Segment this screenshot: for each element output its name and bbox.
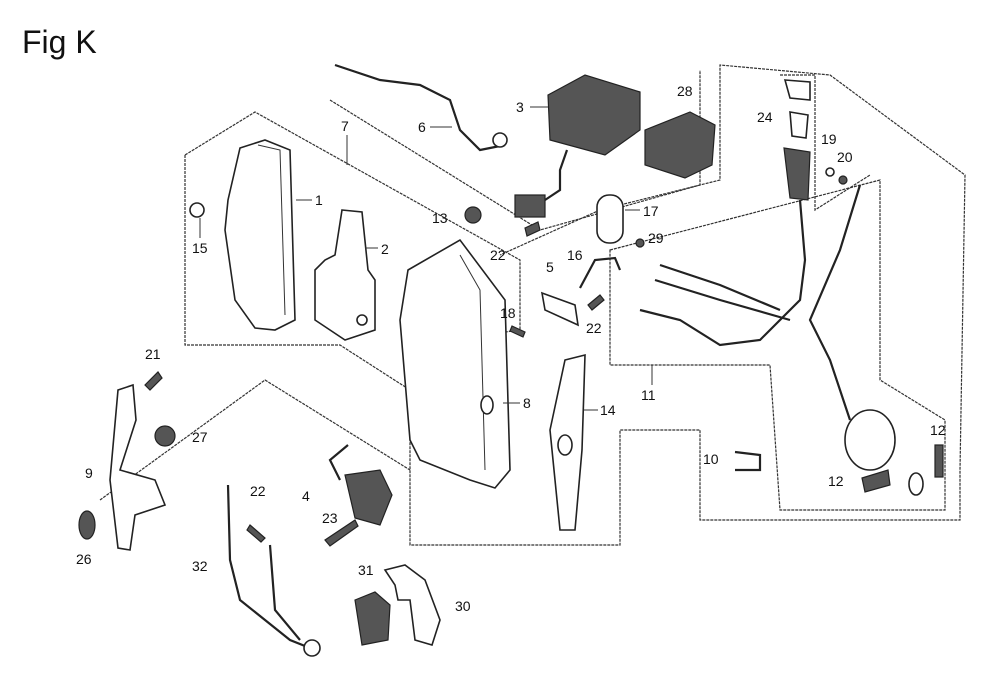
part-22-bolt-upper[interactable] xyxy=(524,221,541,237)
part-6-harness[interactable] xyxy=(334,63,508,152)
label-27[interactable]: 27 xyxy=(192,429,208,445)
label-12-a[interactable]: 12 xyxy=(930,422,946,438)
label-12-b[interactable]: 12 xyxy=(828,473,844,489)
part-19-washer[interactable] xyxy=(825,167,835,177)
label-9[interactable]: 9 xyxy=(85,465,93,481)
label-17[interactable]: 17 xyxy=(643,203,659,219)
part-2-bracket[interactable] xyxy=(314,209,376,341)
label-30[interactable]: 30 xyxy=(455,598,471,614)
part-3-regulator[interactable] xyxy=(514,74,641,218)
label-11[interactable]: 11 xyxy=(641,387,656,403)
part-15-screw[interactable] xyxy=(189,202,205,218)
part-30-bracket[interactable] xyxy=(383,564,441,646)
label-18[interactable]: 18 xyxy=(500,305,516,321)
label-5[interactable]: 5 xyxy=(546,259,554,275)
label-31[interactable]: 31 xyxy=(358,562,374,578)
frame-bracket xyxy=(99,379,411,501)
label-7[interactable]: 7 xyxy=(341,118,349,134)
label-23[interactable]: 23 xyxy=(322,510,338,526)
label-1[interactable]: 1 xyxy=(315,192,323,208)
figure-title: Fig K xyxy=(22,24,97,60)
part-5-stay[interactable] xyxy=(540,291,580,327)
frame-harness xyxy=(609,179,946,511)
label-26[interactable]: 26 xyxy=(76,551,92,567)
label-28[interactable]: 28 xyxy=(677,83,693,99)
label-4[interactable]: 4 xyxy=(302,488,310,504)
label-21[interactable]: 21 xyxy=(145,346,161,362)
label-10[interactable]: 10 xyxy=(703,451,719,467)
part-29-nut[interactable] xyxy=(635,238,645,248)
part-11-main-harness[interactable] xyxy=(639,184,896,471)
part-22-bolt-mid[interactable] xyxy=(587,294,605,311)
label-15[interactable]: 15 xyxy=(192,240,208,256)
part-27-connector[interactable] xyxy=(154,425,176,447)
part-22-bolt-lower[interactable] xyxy=(246,524,266,543)
part-8-control-box[interactable] xyxy=(399,238,511,489)
part-24-fuse[interactable] xyxy=(783,79,811,201)
part-20-nut[interactable] xyxy=(838,175,848,185)
label-3[interactable]: 3 xyxy=(516,99,524,115)
part-14-plate[interactable] xyxy=(549,353,586,531)
part-26-grommet[interactable] xyxy=(78,510,96,540)
part-21-bolt[interactable] xyxy=(144,371,163,391)
o-ring xyxy=(908,472,924,496)
label-22-mid[interactable]: 22 xyxy=(586,320,602,336)
part-12-terminal-a[interactable] xyxy=(934,444,944,478)
part-13-nut[interactable] xyxy=(464,206,482,224)
label-16[interactable]: 16 xyxy=(567,247,583,263)
label-6[interactable]: 6 xyxy=(418,119,426,135)
part-17-condenser[interactable] xyxy=(596,194,624,244)
frame-left xyxy=(184,155,411,391)
part-32-ground-cable[interactable] xyxy=(226,484,321,657)
label-14[interactable]: 14 xyxy=(600,402,616,418)
label-2[interactable]: 2 xyxy=(381,241,389,257)
label-22-upper[interactable]: 22 xyxy=(490,247,506,263)
frame-fuse xyxy=(780,74,871,212)
part-10-clip[interactable] xyxy=(734,450,762,472)
part-18-bolt[interactable] xyxy=(509,325,526,338)
leader-lines xyxy=(199,106,653,411)
frame-control-box xyxy=(184,64,966,546)
label-19[interactable]: 19 xyxy=(821,131,837,147)
label-13[interactable]: 13 xyxy=(432,210,448,226)
label-20[interactable]: 20 xyxy=(837,149,853,165)
part-1-cover[interactable] xyxy=(224,139,296,331)
part-12-terminal-b[interactable] xyxy=(861,469,891,493)
label-8[interactable]: 8 xyxy=(523,395,531,411)
part-28-rectifier[interactable] xyxy=(644,111,716,179)
part-31-diode[interactable] xyxy=(354,591,391,646)
part-4-relay[interactable] xyxy=(328,444,393,526)
label-32[interactable]: 32 xyxy=(192,558,208,574)
label-22-lower[interactable]: 22 xyxy=(250,483,266,499)
label-29[interactable]: 29 xyxy=(648,230,664,246)
part-23-bolt[interactable] xyxy=(324,519,359,547)
label-24[interactable]: 24 xyxy=(757,109,773,125)
part-9-stay[interactable] xyxy=(109,383,167,551)
part-16-sub-harness[interactable] xyxy=(579,256,622,289)
